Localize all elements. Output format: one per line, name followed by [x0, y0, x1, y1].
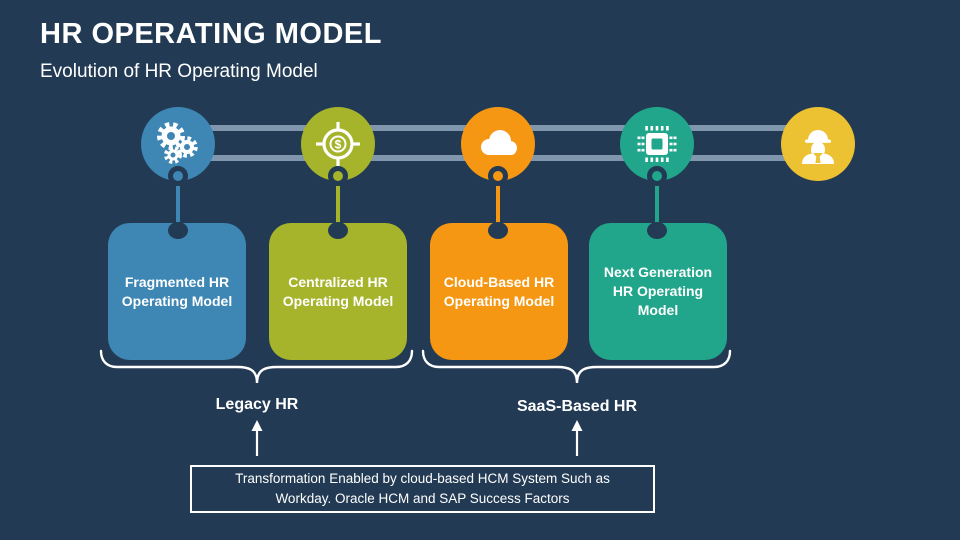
- connector-pin: [168, 166, 188, 186]
- cloud-icon: [481, 130, 517, 155]
- transformation-callout: Transformation Enabled by cloud-based HC…: [190, 465, 655, 513]
- group-label-saas-hr: SaaS-Based HR: [516, 398, 638, 415]
- node-fragmented: [141, 107, 215, 181]
- gears-icon: [157, 122, 198, 164]
- connector-pin: [488, 166, 508, 186]
- node-engineer: [781, 107, 855, 181]
- page-title: HR OPERATING MODEL: [40, 18, 382, 50]
- callout-line-2: Workday. Oracle HCM and SAP Success Fact…: [275, 491, 570, 506]
- connector-socket: [168, 222, 188, 239]
- card-label: Centralized HR Operating Model: [282, 273, 394, 309]
- card-fragmented-hr: Fragmented HR Operating Model: [108, 223, 246, 360]
- callout-line-1: Transformation Enabled by cloud-based HC…: [235, 470, 610, 486]
- connector-cable: [176, 184, 180, 232]
- dollar-target-icon: $: [316, 122, 360, 166]
- engineer-icon: [802, 130, 834, 164]
- connector-pin: [328, 166, 348, 186]
- connector-cable: [496, 184, 500, 232]
- dollar-glyph: $: [335, 138, 342, 152]
- connector-socket: [328, 222, 348, 239]
- card-next-generation-hr: Next Generation HR Operating Model: [589, 223, 727, 360]
- card-cloud-based-hr: Cloud-Based HR Operating Model: [430, 223, 568, 360]
- group-label-legacy-hr: Legacy HR: [215, 396, 299, 413]
- page-subtitle: Evolution of HR Operating Model: [40, 61, 318, 82]
- up-arrow-saas: [571, 420, 583, 456]
- card-label: Cloud-Based HR Operating Model: [443, 273, 555, 309]
- connector-cable: [655, 184, 659, 232]
- card-centralized-hr: Centralized HR Operating Model: [269, 223, 407, 360]
- connector-pin: [647, 166, 667, 186]
- card-label: Next Generation HR Operating Model: [603, 264, 713, 318]
- chip-icon: [637, 126, 677, 162]
- connector-cable: [336, 184, 340, 232]
- up-arrow-legacy: [251, 420, 263, 456]
- node-centralized: $: [301, 107, 375, 181]
- node-cloud-based: [461, 107, 535, 181]
- connector-socket: [488, 222, 508, 239]
- card-label: Fragmented HR Operating Model: [121, 273, 233, 309]
- connector-socket: [647, 222, 667, 239]
